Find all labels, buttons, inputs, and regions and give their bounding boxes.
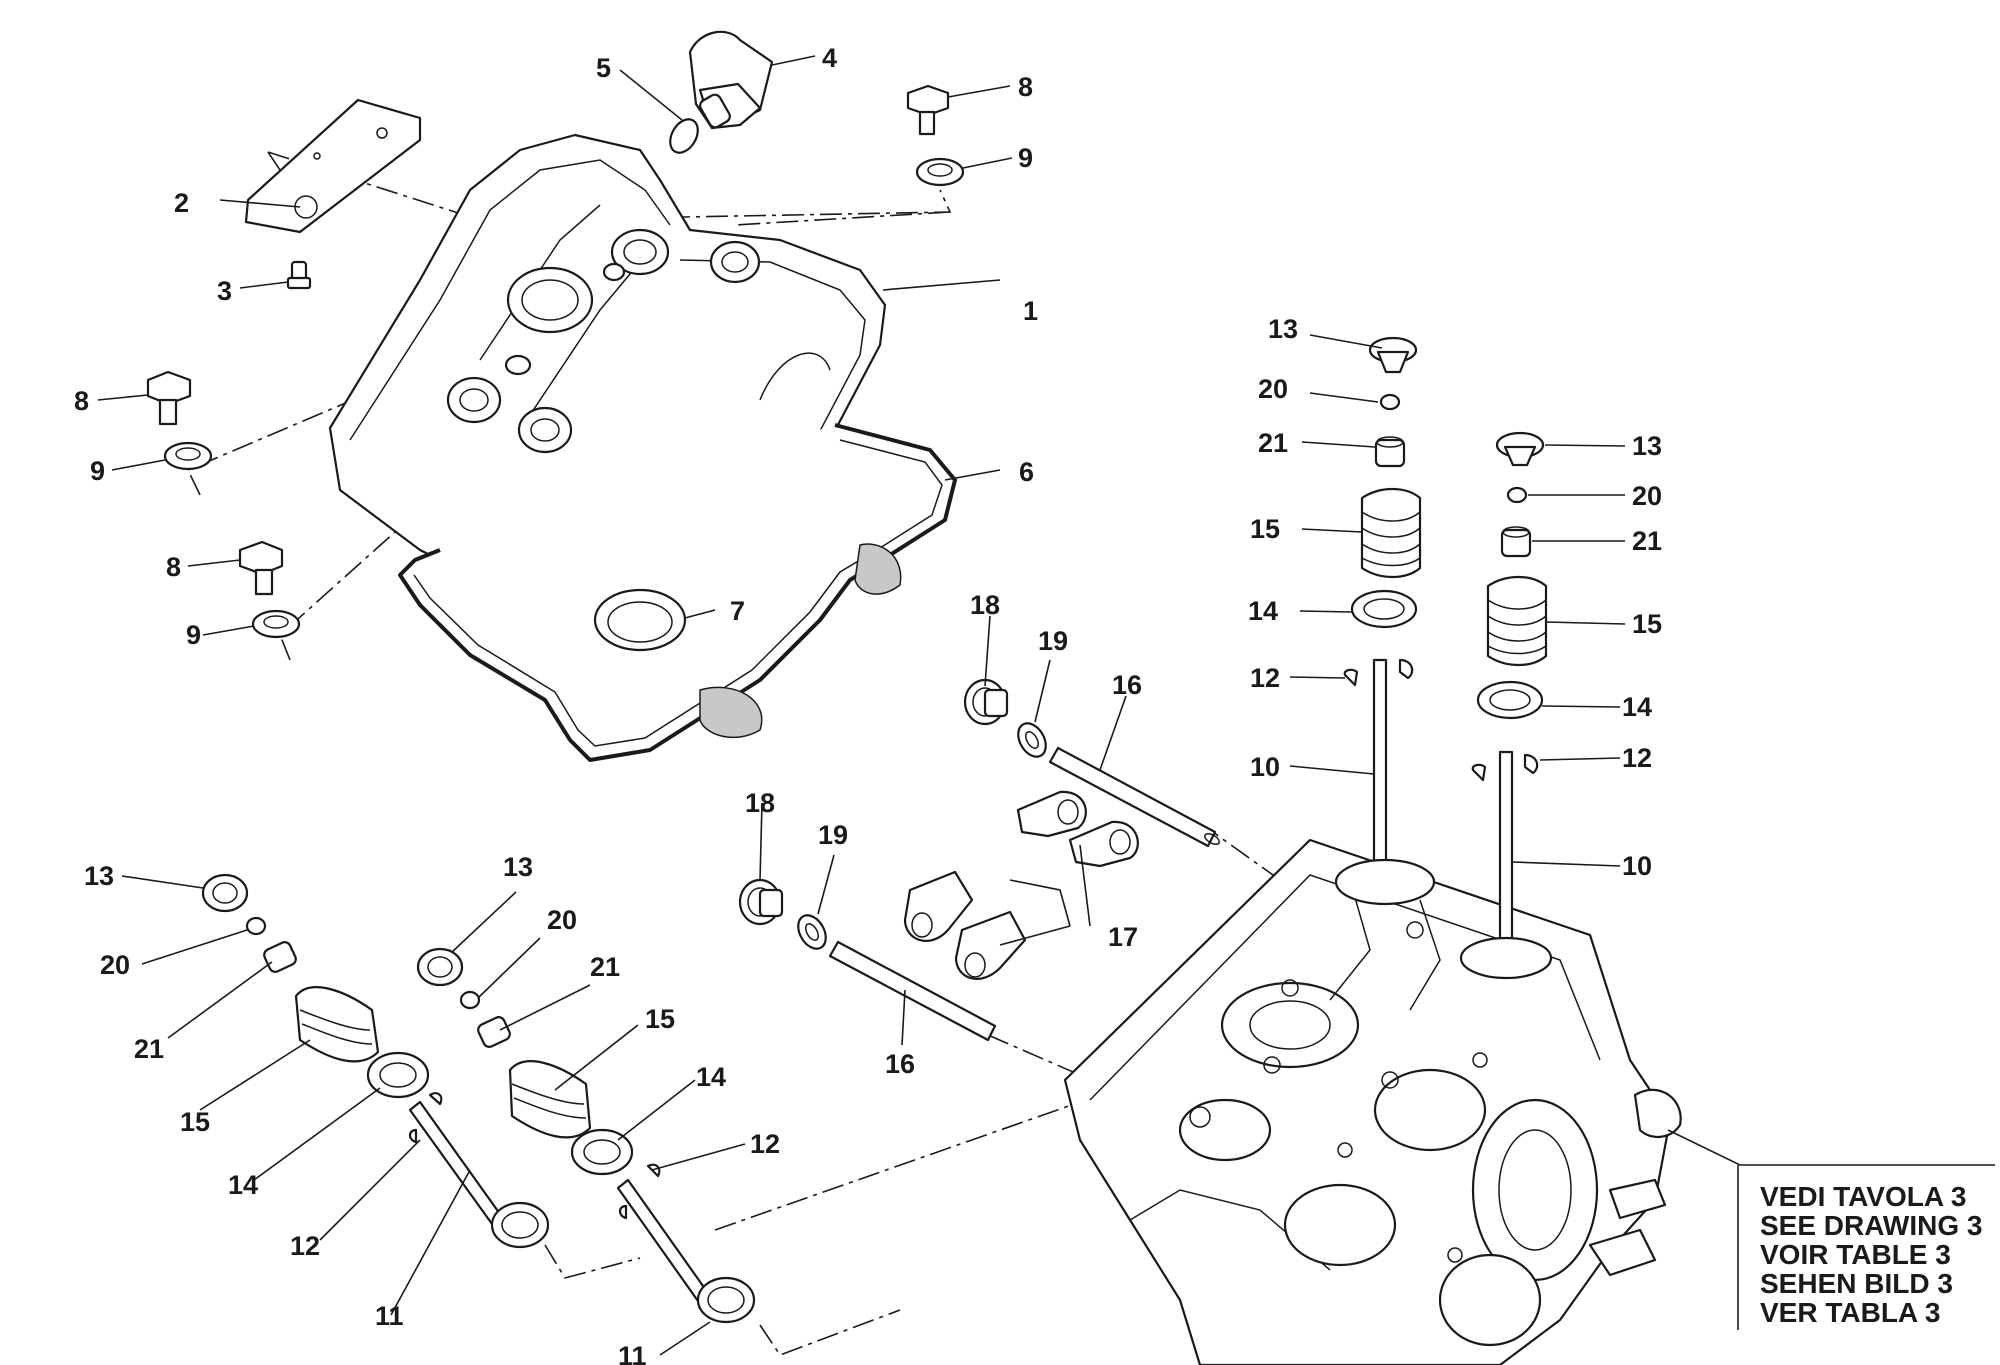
callout-16-upper: 16 [1112,670,1142,700]
callout-9-top: 9 [1018,143,1033,173]
callout-1: 1 [1023,296,1038,326]
plug-part-18-lower [738,878,784,926]
small-screw-part-3 [286,260,312,290]
callout-19-lower: 19 [818,820,848,850]
callout-20-right-b: 20 [1632,481,1662,511]
o-ring-part-5 [669,118,699,154]
reference-note: VEDI TAVOLA 3 SEE DRAWING 3 VOIR TABLE 3… [1760,1181,1982,1328]
reference-note-line-5: VER TABLA 3 [1760,1297,1940,1328]
callout-11-bottom: 11 [618,1341,647,1365]
callout-11-lower-left: 11 [375,1301,404,1331]
valve-stack-middle [416,947,756,1324]
bolt-part-8-left [146,370,192,426]
washer-part-19-upper [1017,722,1047,758]
callout-13-right-a: 13 [1268,314,1298,344]
callout-7: 7 [730,596,745,626]
callout-18-lower: 18 [745,788,775,818]
valve-stack-left [201,873,550,1249]
callout-15-left: 15 [180,1107,210,1137]
callout-14-right-a: 14 [1248,596,1278,626]
callout-21-right-b: 21 [1632,526,1662,556]
callout-16-lower: 16 [885,1049,915,1079]
callout-18-upper: 18 [970,590,1000,620]
callout-15-right-a: 15 [1250,514,1280,544]
rocker-arms-part-17 [903,790,1139,980]
leader-lines [97,55,1995,1356]
washer-part-9-top [915,157,965,187]
callout-20-middle: 20 [547,905,577,935]
callout-3: 3 [217,276,232,306]
callout-15-middle: 15 [645,1004,675,1034]
callout-4: 4 [822,43,837,73]
callout-14-middle: 14 [696,1062,726,1092]
callout-17: 17 [1108,922,1138,952]
callout-2: 2 [174,188,189,218]
seal-part-7 [593,588,687,652]
washer-part-9-left [163,441,213,471]
callout-5: 5 [596,53,611,83]
callout-14-left: 14 [228,1170,258,1200]
shaft-part-16-lower [828,940,997,1042]
callout-10-left: 10 [1250,752,1280,782]
reference-note-line-3: VOIR TABLE 3 [1760,1239,1951,1270]
callout-12-left: 12 [290,1231,320,1261]
callout-21-right-a: 21 [1258,428,1288,458]
valve-stack-b [1459,431,1553,980]
cylinder-head [1063,838,1682,1365]
callout-12-middle: 12 [750,1129,780,1159]
washer-part-9-lower [251,609,301,639]
callout-labels: 1 2 3 4 5 6 7 8 8 8 9 9 9 10 10 11 11 12… [74,43,1662,1365]
callout-13-left: 13 [84,861,114,891]
callout-8-left: 8 [74,386,89,416]
reference-note-line-2: SEE DRAWING 3 [1760,1210,1982,1241]
callout-19-upper: 19 [1038,626,1068,656]
callout-21-left: 21 [134,1034,164,1064]
callout-10-right: 10 [1622,851,1652,881]
callout-9-lower: 9 [186,620,201,650]
shaft-part-16-upper [1048,746,1220,848]
callout-8-lower: 8 [166,552,181,582]
valve-stack-a [1334,336,1436,906]
reference-note-line-4: SEHEN BILD 3 [1760,1268,1953,1299]
callout-14-right-b: 14 [1622,692,1652,722]
callout-13-right-b: 13 [1632,431,1662,461]
plate-part-2 [244,98,422,234]
bolt-part-8-top [906,84,950,136]
callout-15-right-b: 15 [1632,609,1662,639]
plug-part-18-upper [963,678,1009,726]
callout-8-top: 8 [1018,72,1033,102]
callout-12-right-b: 12 [1622,743,1652,773]
gasket-part-6 [398,423,957,762]
washer-part-19-lower [797,914,827,950]
callout-9-left: 9 [90,456,105,486]
callout-20-right-a: 20 [1258,374,1288,404]
callout-6: 6 [1019,457,1034,487]
callout-12-right-a: 12 [1250,663,1280,693]
callout-13-middle: 13 [503,852,533,882]
bolt-part-8-lower [238,540,284,596]
callout-20-left: 20 [100,950,130,980]
callout-21-middle: 21 [590,952,620,982]
reference-note-line-1: VEDI TAVOLA 3 [1760,1181,1966,1212]
elbow-fitting-part-4 [688,30,774,130]
